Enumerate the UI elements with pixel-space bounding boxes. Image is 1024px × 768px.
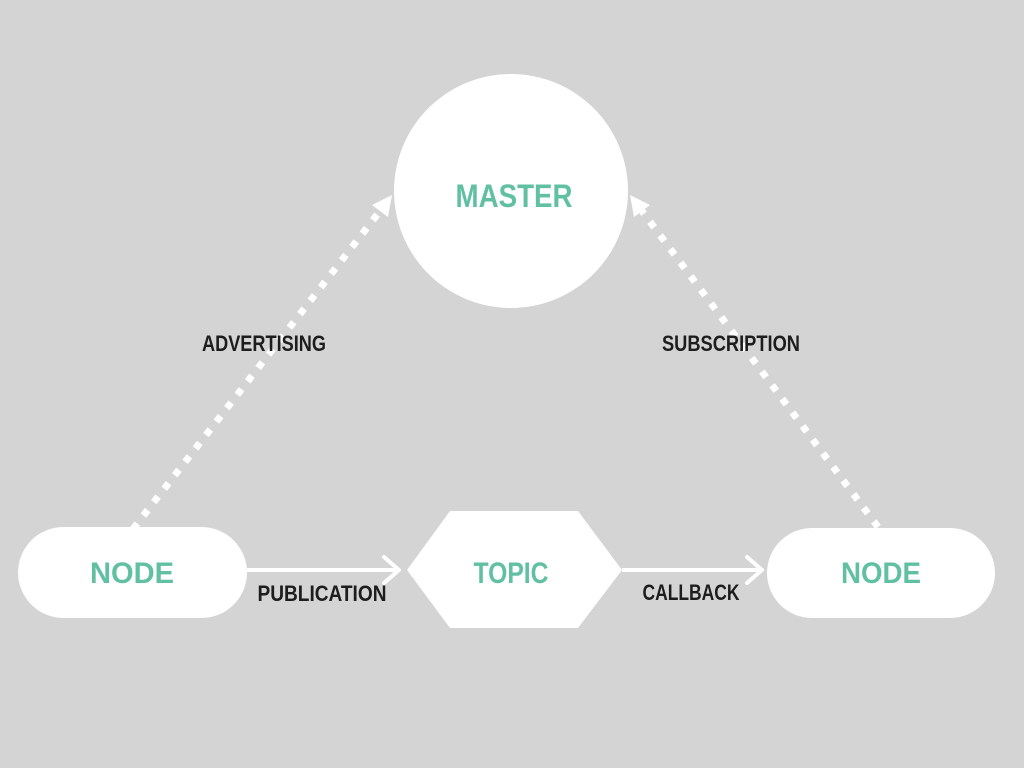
advertising-label: ADVERTISING — [202, 331, 326, 356]
callback-arrowhead-icon — [745, 555, 764, 585]
edge-subscription — [630, 195, 881, 530]
topic-label: TOPIC — [474, 557, 549, 590]
publication-label: PUBLICATION — [258, 581, 387, 606]
subscription-dotted-line — [639, 208, 881, 530]
master-shape — [394, 74, 628, 308]
edge-advertising — [130, 195, 392, 532]
edge-callback — [622, 555, 764, 585]
publication-arrowhead-icon — [382, 555, 401, 585]
advertising-dotted-line — [130, 208, 383, 532]
advertising-arrowhead-icon — [372, 195, 392, 217]
edge-publication — [247, 555, 401, 585]
subscription-label: SUBSCRIPTION — [662, 331, 800, 356]
node-left-label: NODE — [90, 557, 174, 590]
node-left-shape — [18, 527, 247, 618]
subscription-arrowhead-icon — [630, 195, 650, 217]
node-right-label: NODE — [841, 557, 921, 590]
topic-shape — [407, 511, 622, 628]
callback-label: CALLBACK — [643, 580, 740, 605]
node-right-shape — [767, 528, 995, 618]
master-label: MASTER — [456, 178, 573, 214]
